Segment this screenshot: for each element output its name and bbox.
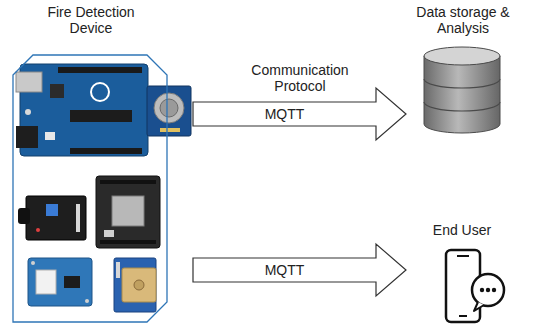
device-outline (10, 4, 172, 324)
gps-module (114, 258, 156, 312)
node-box: Data storage & Analysis (410, 4, 516, 136)
node-heading: Data storage & Analysis (410, 4, 516, 36)
arduino-board (16, 64, 148, 156)
gsm-shield (96, 176, 160, 248)
node-heading: End User (422, 222, 502, 238)
flame-sensor (18, 196, 86, 240)
protocol-label: MQTT (263, 106, 307, 122)
gas-sensor (147, 86, 191, 136)
block-arrow (193, 244, 406, 296)
database-icon (424, 47, 500, 133)
protocol-label: MQTT (263, 262, 307, 278)
node-box: Fire Detection Device (10, 4, 172, 324)
phone-icon (446, 250, 504, 322)
block-arrow (193, 88, 406, 140)
node-heading: Fire Detection Device (26, 4, 156, 36)
grove-module (28, 258, 92, 306)
protocol-caption: Communication Protocol (245, 62, 355, 94)
node-box: End User (422, 222, 502, 325)
outline-shape (13, 55, 167, 322)
